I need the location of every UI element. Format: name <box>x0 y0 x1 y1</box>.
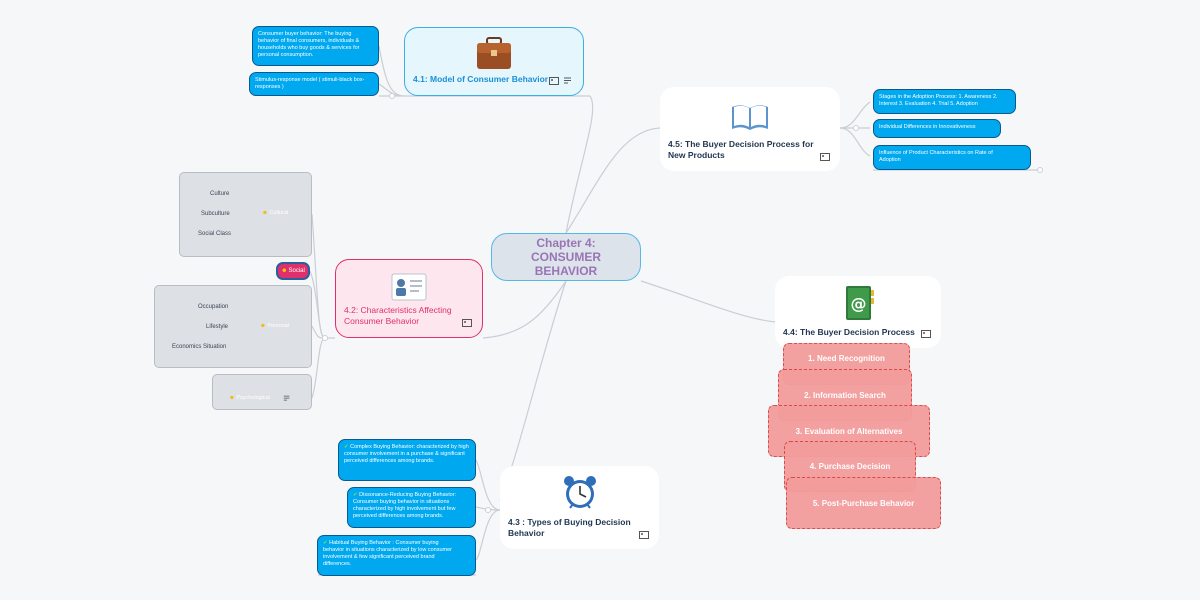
contact-card-icon <box>391 273 427 301</box>
smiley-icon: ☻ <box>281 268 288 274</box>
topic-4-3[interactable]: 4.3 : Types of Buying Decision Behavior <box>500 466 659 549</box>
personal-item-occupation: Occupation <box>198 304 229 310</box>
t45-child-3[interactable]: Influence of Product Characteristics on … <box>873 145 1031 170</box>
decision-step-1-label: 1. Need Recognition <box>808 354 885 363</box>
decision-step-2-label: 2. Information Search <box>804 390 886 400</box>
social-label: Social <box>288 268 305 274</box>
central-topic[interactable]: Chapter 4: CONSUMER BEHAVIOR <box>491 233 641 281</box>
t43-child-3-text: Habitual Buying Behavior : Consumer buyi… <box>323 540 453 567</box>
personal-item-lifestyle: Lifestyle <box>206 324 229 330</box>
check-icon: ✔ <box>323 540 328 546</box>
smiley-icon: ☻ <box>262 210 268 216</box>
personal-item-economics: Economics Situation <box>172 344 227 350</box>
address-book-icon: @ <box>846 286 874 320</box>
t41-child-2-text: Stimulus-response model ( stimuli-black … <box>255 77 365 90</box>
check-icon: ✔ <box>344 444 349 450</box>
svg-text:@: @ <box>851 294 867 313</box>
decision-step-5-label: 5. Post-Purchase Behavior <box>812 498 915 508</box>
t41-child-1[interactable]: Consumer buyer behavior: The buying beha… <box>252 26 379 66</box>
topic-4-1[interactable]: 4.1: Model of Consumer Behavior <box>404 27 584 96</box>
personal-label-text: Personal <box>267 323 290 329</box>
topic-4-2[interactable]: 4.2: Characteristics Affecting Consumer … <box>335 259 483 338</box>
alarm-clock-icon <box>563 476 596 509</box>
t45-child-2-text: Individual Differences in Innovativeness <box>879 124 976 130</box>
personal-group[interactable]: Occupation Lifestyle Economics Situation… <box>154 285 312 368</box>
image-icon <box>820 153 830 161</box>
social-pill[interactable]: ☻ Social <box>276 262 310 280</box>
t45-child-1-text: Stages in the Adoption Process: 1. Aware… <box>879 94 998 107</box>
briefcase-icon <box>477 37 511 69</box>
smiley-icon: ☻ <box>260 323 266 329</box>
topic-4-4-title: 4.4: The Buyer Decision Process <box>783 327 915 337</box>
decision-step-3-label: 3. Evaluation of Alternatives <box>795 426 903 436</box>
t45-child-1[interactable]: Stages in the Adoption Process: 1. Aware… <box>873 89 1016 114</box>
psychological-group[interactable]: ☻ Psychological <box>212 374 312 410</box>
open-book-icon <box>732 105 768 130</box>
t43-child-2[interactable]: ✔ Dissonance-Reducing Buying Behavior: C… <box>347 487 476 528</box>
image-icon <box>462 319 472 327</box>
psychological-label: ☻ Psychological <box>229 395 270 401</box>
note-icon <box>564 77 571 84</box>
image-icon <box>639 531 649 539</box>
t45-child-3-text: Influence of Product Characteristics on … <box>879 150 993 163</box>
cultural-group[interactable]: Culture Subculture Social Class ☻ Cultur… <box>179 172 312 257</box>
image-icon <box>549 77 559 85</box>
personal-label: ☻ Personal <box>260 323 289 329</box>
topic-4-2-title: 4.2: Characteristics Affecting Consumer … <box>344 305 452 326</box>
topic-4-5-title: 4.5: The Buyer Decision Process for New … <box>668 139 814 160</box>
t43-child-1-text: Complex Buying Behavior: characterized b… <box>344 444 469 464</box>
decision-step-5[interactable]: 5. Post-Purchase Behavior <box>786 477 941 529</box>
image-icon <box>921 330 931 338</box>
note-icon <box>283 395 290 401</box>
t43-child-2-text: Dissonance-Reducing Buying Behavior: Con… <box>353 492 457 519</box>
topic-4-5[interactable]: 4.5: The Buyer Decision Process for New … <box>660 87 840 171</box>
psychological-label-text: Psychological <box>236 395 270 401</box>
t43-child-1[interactable]: ✔ Complex Buying Behavior: characterized… <box>338 439 476 481</box>
cultural-item-subculture: Subculture <box>201 211 230 217</box>
t41-child-1-text: Consumer buyer behavior: The buying beha… <box>258 31 360 58</box>
check-icon: ✔ <box>353 492 358 498</box>
smiley-icon: ☻ <box>229 395 235 401</box>
t45-child-2[interactable]: Individual Differences in Innovativeness <box>873 119 1001 138</box>
cultural-label: ☻ Cultural <box>262 210 288 216</box>
central-topic-title: Chapter 4: CONSUMER BEHAVIOR <box>530 236 601 278</box>
cultural-item-social-class: Social Class <box>198 231 232 237</box>
t43-child-3[interactable]: ✔ Habitual Buying Behavior : Consumer bu… <box>317 535 476 576</box>
topic-4-3-title: 4.3 : Types of Buying Decision Behavior <box>508 517 631 538</box>
decision-step-4-label: 4. Purchase Decision <box>809 462 891 471</box>
topic-4-1-title: 4.1: Model of Consumer Behavior <box>413 74 549 84</box>
cultural-item-culture: Culture <box>210 191 230 197</box>
topic-4-4[interactable]: @ 4.4: The Buyer Decision Process <box>775 276 941 348</box>
t41-child-2[interactable]: Stimulus-response model ( stimuli-black … <box>249 72 379 96</box>
cultural-label-text: Cultural <box>269 210 289 216</box>
